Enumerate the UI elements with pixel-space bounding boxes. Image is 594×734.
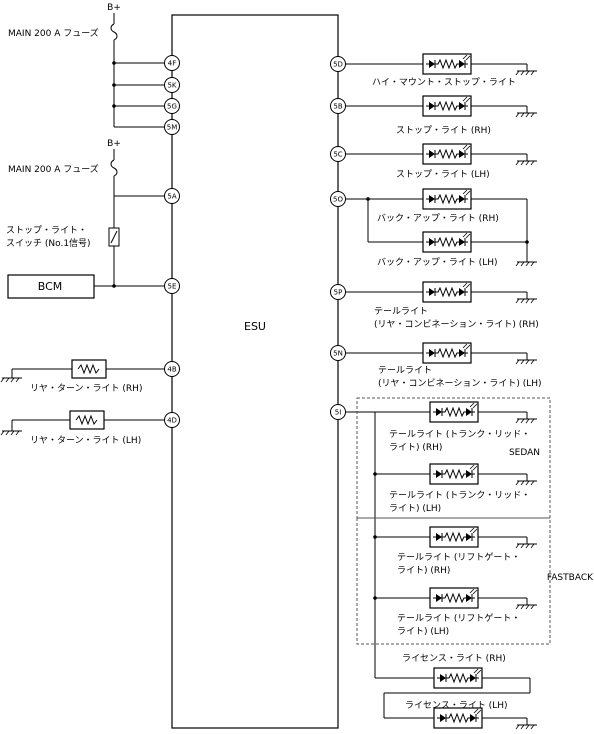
svg-text:5D: 5D — [333, 61, 343, 69]
lift-rh-label-2: ライト) (RH) — [397, 565, 450, 576]
pin-4B: 4B — [164, 361, 180, 377]
license-rh-label: ライセンス・ライト (RH) — [402, 653, 506, 664]
pin-5K: 5K — [164, 77, 180, 93]
trunk-lh-label-1: テールライト (トランク・リッド・ — [389, 490, 530, 501]
high-mount-label: ハイ・マウント・ストップ・ライト — [372, 77, 516, 88]
pin-5I: 5I — [330, 404, 346, 420]
pin-5M: 5M — [164, 119, 180, 135]
lift-lh-label-1: テールライト (リフトゲート・ — [397, 612, 520, 624]
pin-5O: 5O — [330, 191, 346, 207]
pin-5C: 5C — [330, 146, 346, 162]
stop-lh-label: ストップ・ライト (LH) — [396, 169, 490, 180]
svg-text:5I: 5I — [335, 409, 342, 417]
svg-text:5O: 5O — [333, 196, 343, 204]
svg-text:5G: 5G — [167, 103, 177, 111]
tail-rear-rh-label-1: テールライト — [374, 306, 428, 317]
pin-5G: 5G — [164, 98, 180, 114]
pin-5D: 5D — [330, 56, 346, 72]
pin-4D: 4D — [164, 412, 180, 428]
fuse-label-1: MAIN 200 A フューズ — [8, 27, 99, 39]
svg-text:5K: 5K — [167, 82, 176, 90]
pin-5B: 5B — [330, 98, 346, 114]
bplus-label-2: B+ — [107, 139, 121, 149]
pin-5E: 5E — [164, 278, 180, 294]
fuse-label-2: MAIN 200 A フューズ — [8, 163, 99, 175]
bcm-label: BCM — [38, 280, 63, 293]
pin-5A: 5A — [164, 188, 180, 204]
esu-label: ESU — [244, 320, 266, 333]
back-lh-label: バック・アップ・ライト (LH) — [377, 257, 498, 268]
stop-rh-label: ストップ・ライト (RH) — [396, 125, 491, 136]
sedan-label: SEDAN — [509, 448, 540, 458]
sedan-group-box — [356, 397, 551, 519]
fastback-group-box — [356, 517, 551, 645]
license-lh-label: ライセンス・ライト (LH) — [405, 700, 508, 711]
fuse-symbol-1 — [110, 23, 118, 41]
bplus-label-1: B+ — [107, 3, 121, 13]
lift-rh-label-1: テールライト (リフトゲート・ — [397, 551, 520, 563]
svg-text:5M: 5M — [167, 124, 178, 132]
svg-text:5E: 5E — [168, 283, 177, 291]
svg-text:4B: 4B — [167, 366, 176, 374]
svg-text:5C: 5C — [333, 151, 342, 159]
rear-turn-rh-label: リヤ・ターン・ライト (RH) — [30, 383, 142, 394]
switch-label-line2: スイッチ (No.1信号) — [6, 237, 91, 249]
lift-lh-label-2: ライト) (LH) — [397, 626, 449, 637]
svg-text:5P: 5P — [334, 289, 343, 297]
svg-text:5A: 5A — [167, 193, 176, 201]
tail-rear-lh-label-1: テールライト — [378, 365, 432, 376]
svg-text:5B: 5B — [333, 103, 342, 111]
trunk-lh-label-2: ライト) (LH) — [389, 503, 441, 514]
trunk-rh-label-2: ライト) (RH) — [389, 442, 442, 453]
pin-4F: 4F — [164, 55, 180, 71]
svg-text:4D: 4D — [167, 417, 177, 425]
fuse-symbol-2 — [110, 159, 118, 177]
pin-5N: 5N — [330, 345, 346, 361]
switch-label-line1: ストップ・ライト・ — [6, 225, 87, 236]
trunk-rh-label-1: テールライト (トランク・リッド・ — [389, 429, 530, 440]
tail-rear-lh-label-2: (リヤ・コンビネーション・ライト) (LH) — [378, 378, 542, 389]
esu-box — [171, 14, 339, 729]
svg-text:4F: 4F — [168, 60, 176, 68]
back-rh-label: バック・アップ・ライト (RH) — [377, 213, 499, 224]
pin-5P: 5P — [330, 284, 346, 300]
svg-text:5N: 5N — [333, 350, 343, 358]
rear-turn-lh-label: リヤ・ターン・ライト (LH) — [30, 435, 141, 446]
fastback-label: FASTBACK — [547, 573, 594, 583]
tail-rear-rh-label-2: (リヤ・コンビネーション・ライト) (RH) — [374, 319, 539, 330]
